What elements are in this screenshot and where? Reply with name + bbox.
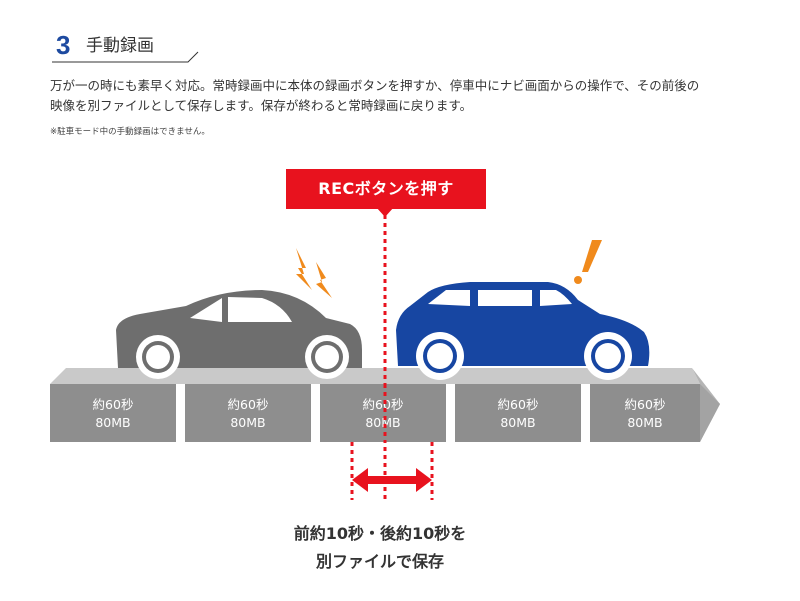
segment-5: 約60秒 80MB: [590, 384, 700, 442]
rec-button-pointer: [376, 207, 394, 217]
segment-duration: 約60秒: [497, 397, 539, 412]
caption: 前約10秒・後約10秒を 別ファイルで保存: [250, 520, 510, 576]
blue-car-window-front: [428, 290, 470, 306]
segment-2: 約60秒 80MB: [185, 384, 311, 442]
segment-duration: 約60秒: [624, 397, 666, 412]
caption-line-1: 前約10秒・後約10秒を: [293, 524, 467, 543]
section-heading: 3 手動録画: [56, 30, 216, 64]
segment-1: 約60秒 80MB: [50, 384, 176, 442]
lightning-impact-icon: [296, 248, 332, 298]
segment-size: 80MB: [230, 415, 266, 430]
segment-4: 約60秒 80MB: [455, 384, 581, 442]
timeline-top-face: [50, 368, 700, 384]
segment-size: 80MB: [95, 415, 131, 430]
blue-car-window-rear: [540, 290, 572, 306]
save-range-arrow: [352, 468, 432, 492]
footnote: ※駐車モード中の手動録画はできません。: [50, 127, 210, 137]
step-number: 3: [56, 30, 71, 60]
segment-duration: 約60秒: [227, 397, 269, 412]
description-line-2: 映像を別ファイルとして保存します。保存が終わると常時録画に戻ります。: [50, 98, 473, 113]
heading-underline: [52, 51, 199, 63]
gray-car-window-front: [228, 297, 292, 322]
timeline-arrow-tip-face: [700, 384, 720, 442]
blue-car-window-mid: [478, 290, 532, 306]
segment-size: 80MB: [365, 415, 401, 430]
segment-3: 約60秒 80MB: [320, 384, 446, 442]
caption-line-2: 別ファイルで保存: [315, 552, 444, 571]
description-line-1: 万が一の時にも素早く対応。常時録画中に本体の録画ボタンを押すか、停車中にナビ画面…: [50, 78, 700, 93]
section-title: 手動録画: [86, 36, 154, 56]
blue-car: [396, 282, 650, 380]
segment-size: 80MB: [627, 415, 663, 430]
gray-car: [116, 290, 362, 379]
segment-size: 80MB: [500, 415, 536, 430]
gray-car-window-rear: [190, 298, 222, 322]
segment-duration: 約60秒: [92, 397, 134, 412]
description: 万が一の時にも素早く対応。常時録画中に本体の録画ボタンを押すか、停車中にナビ画面…: [50, 76, 770, 116]
segment-duration: 約60秒: [362, 397, 404, 412]
rec-button-label: RECボタンを押す: [286, 169, 486, 209]
exclamation-icon: [574, 240, 602, 284]
